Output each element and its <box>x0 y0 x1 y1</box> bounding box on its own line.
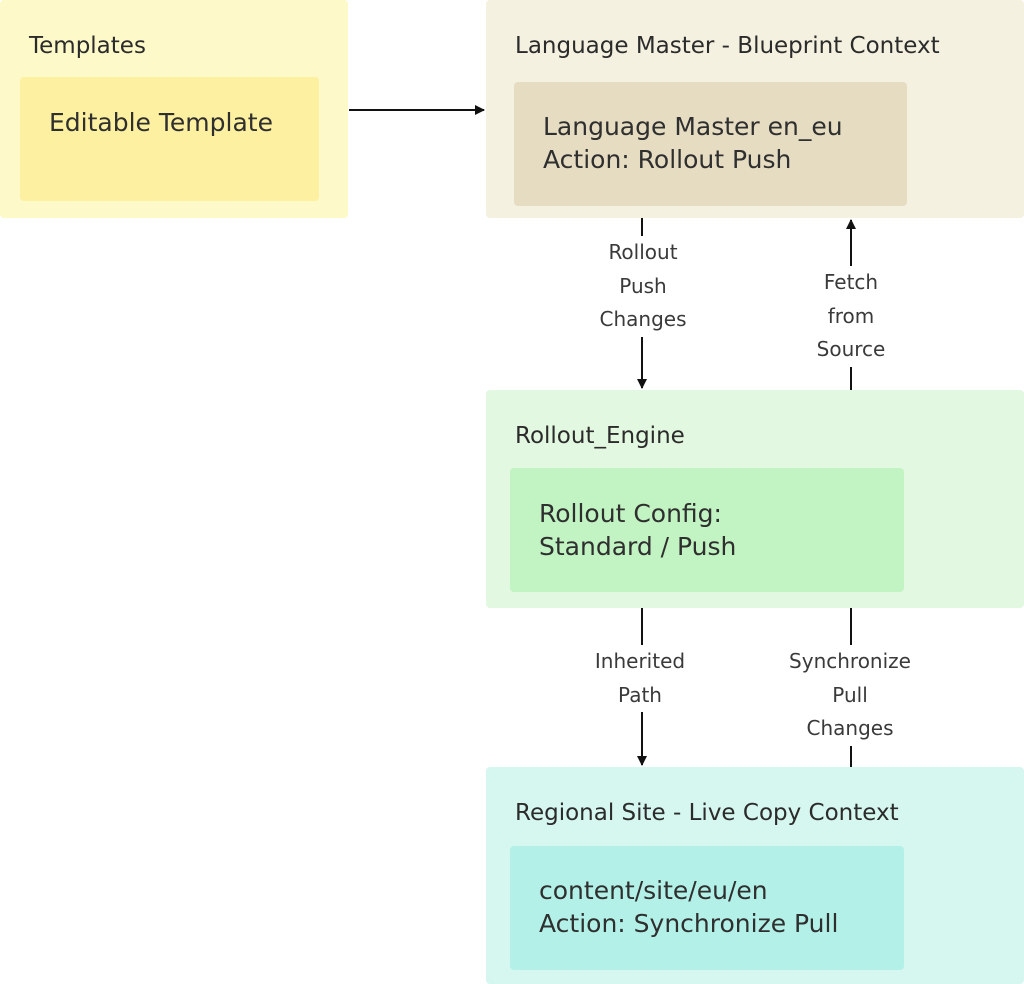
node-rollout-config: Rollout Config: Standard / Push <box>510 468 904 592</box>
group-title-rollout-engine: Rollout_Engine <box>515 423 685 449</box>
edge-label-line: Inherited <box>594 649 686 673</box>
edge-label-line: Rollout <box>608 240 678 264</box>
group-title-regional-site: Regional Site - Live Copy Context <box>515 800 899 826</box>
group-title-templates: Templates <box>29 33 146 59</box>
edge-label-line: Changes <box>599 307 687 331</box>
group-templates: Templates Editable Template <box>0 0 348 218</box>
edge-label-fetch-from-source: Fetch from Source <box>806 266 896 367</box>
edge-label-synchronize-pull: Synchronize Pull Changes <box>776 645 924 746</box>
group-regional-site: Regional Site - Live Copy Context conten… <box>486 767 1024 984</box>
edge-label-line: Synchronize <box>789 649 911 673</box>
edge-label-line: Path <box>618 682 662 707</box>
node-line: Language Master en_eu <box>543 112 843 141</box>
node-line: Standard / Push <box>539 532 737 561</box>
node-regional-site: content/site/eu/en Action: Synchronize P… <box>510 846 904 970</box>
group-language-master: Language Master - Blueprint Context Lang… <box>486 0 1024 218</box>
node-line: Editable Template <box>49 108 273 137</box>
edge-label-line: Push <box>619 273 667 298</box>
node-line: Action: Synchronize Pull <box>539 909 839 938</box>
node-language-master: Language Master en_eu Action: Rollout Pu… <box>514 82 907 206</box>
group-title-language-master: Language Master - Blueprint Context <box>515 33 940 59</box>
node-line: content/site/eu/en <box>539 876 768 905</box>
group-rollout-engine: Rollout_Engine Rollout Config: Standard … <box>486 390 1024 608</box>
node-line: Rollout Config: <box>539 499 722 528</box>
edge-label-line: Pull <box>832 682 868 707</box>
edge-label-inherited-path: Inherited Path <box>584 645 696 712</box>
node-editable-template: Editable Template <box>20 77 319 201</box>
edge-label-rollout-push: Rollout Push Changes <box>588 236 698 337</box>
edge-label-line: from <box>827 303 875 328</box>
node-line: Action: Rollout Push <box>543 145 792 174</box>
edge-label-line: Fetch <box>823 270 879 294</box>
edge-label-line: Changes <box>806 716 894 740</box>
edge-label-line: Source <box>816 337 886 361</box>
